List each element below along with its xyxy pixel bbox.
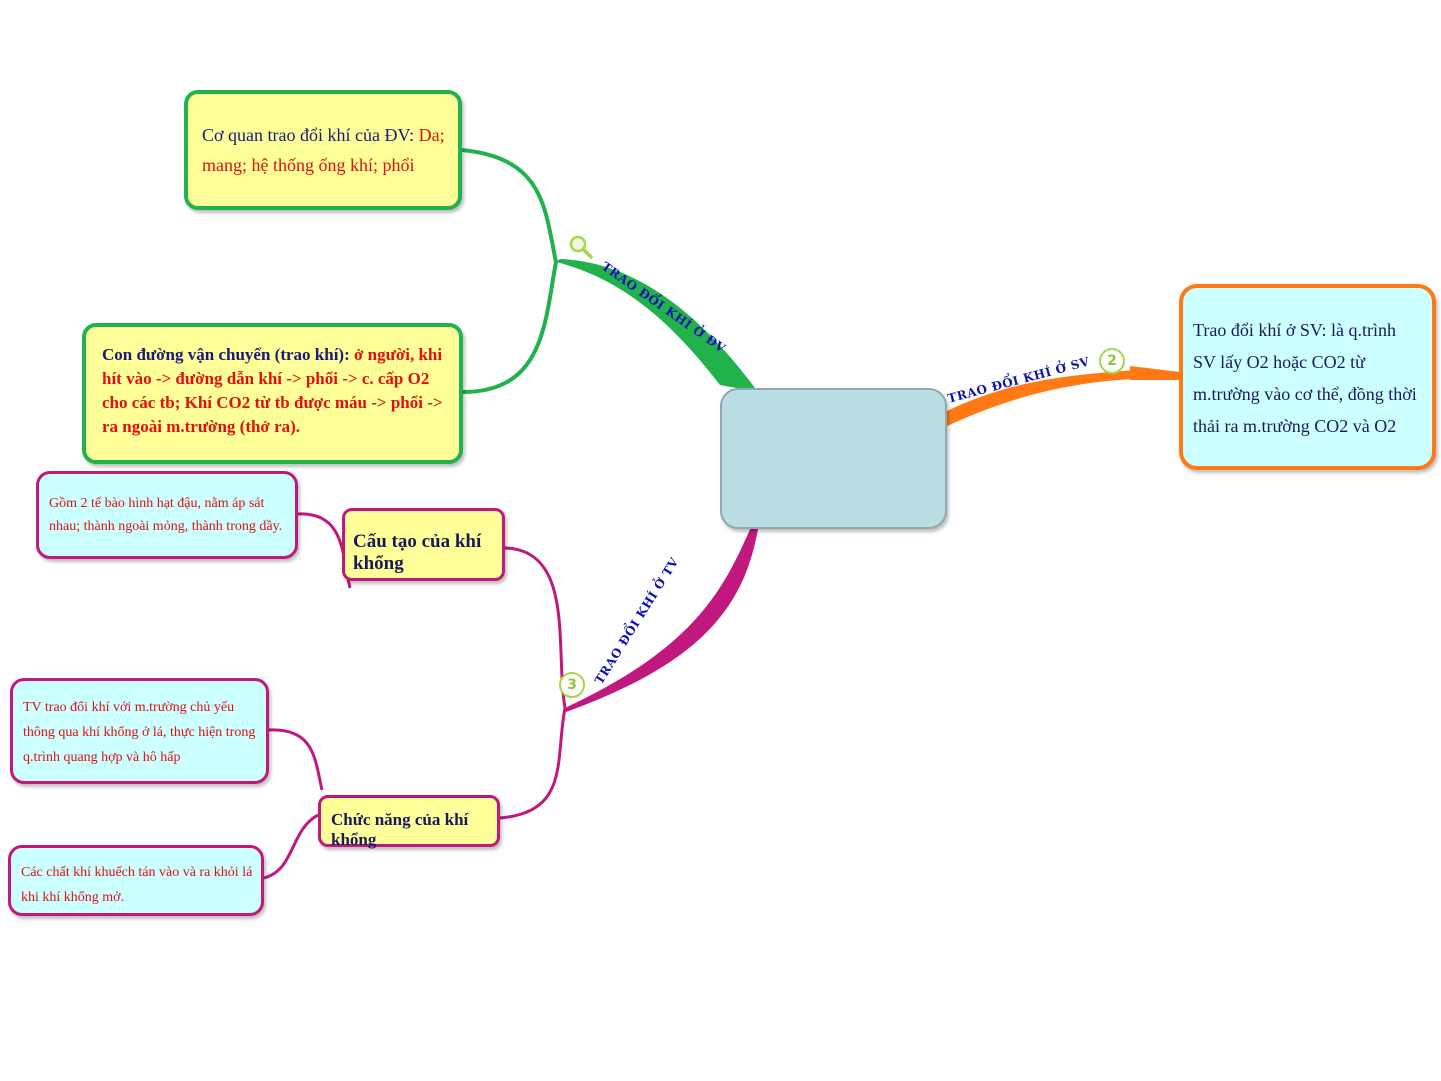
tv-func-note1-link — [268, 728, 324, 791]
sv-end-branch — [1130, 366, 1180, 380]
tv-main-branch — [565, 525, 758, 712]
tv-function-note-2[interactable]: Các chất khí khuếch tán vào và ra khỏi l… — [8, 845, 264, 916]
tv-function-note-1[interactable]: TV trao đổi khí với m.trường chủ yếu thô… — [10, 678, 269, 784]
center-topic[interactable] — [720, 388, 947, 529]
dv-route-detail: ở người, khi hít vào -> đường dẫn khí ->… — [102, 345, 443, 436]
dv-main-branch — [556, 259, 758, 392]
tv-function-node[interactable]: Chức năng của khí khổng — [318, 795, 500, 849]
tv-structure-note[interactable]: Gồm 2 tế bào hình hạt đậu, nằm áp sát nh… — [36, 471, 298, 559]
dv-organ-node[interactable]: Cơ quan trao đổi khí của ĐV: Da; mang; h… — [184, 90, 462, 210]
tv-func-note2-link — [263, 813, 319, 880]
priority-marker-icon: 3 — [559, 672, 585, 698]
dv-organ-detail: Da; mang; hệ thống ống khí; phổi — [202, 125, 445, 175]
tv-struct-link — [504, 546, 567, 709]
priority-marker-icon: 2 — [1099, 348, 1125, 374]
dv-route-node[interactable]: Con đường vận chuyển (trao khí): ở người… — [82, 323, 463, 464]
tv-func-link — [499, 707, 567, 820]
sv-definition-node[interactable]: Trao đổi khí ở SV: là q.trình SV lấy O2 … — [1179, 284, 1436, 470]
magnifier-icon — [569, 235, 593, 259]
dv-route-lead: Con đường vận chuyển (trao khí): — [102, 345, 354, 364]
sv-main-branch — [945, 370, 1135, 427]
dv-organ-link — [461, 148, 558, 263]
tv-structure-node[interactable]: Cấu tạo của khí khổng — [342, 508, 505, 581]
dv-route-link — [462, 261, 558, 394]
dv-organ-lead: Cơ quan trao đổi khí của ĐV: — [202, 125, 419, 145]
